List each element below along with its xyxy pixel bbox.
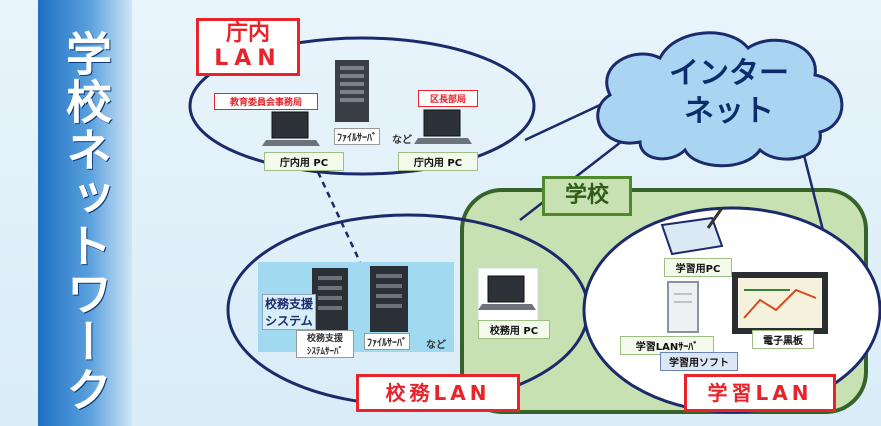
admin-server-rack-icon-1: [312, 268, 348, 334]
internet-label-line2: ネット: [684, 94, 774, 129]
learning-pc-label: 学習用PC: [664, 258, 732, 277]
title-bar: [38, 0, 132, 426]
admin-pc-label: 校務用 PC: [478, 320, 550, 339]
board-of-education-label: 教育委員会事務局: [214, 93, 318, 110]
learning-lan-label: 学習LAN: [684, 374, 836, 412]
learning-tablet-icon: [660, 207, 724, 256]
internet-label-line1: インター: [669, 56, 789, 91]
electronic-blackboard-icon: [732, 272, 828, 334]
learning-server-icon: [667, 281, 699, 333]
page-title: 学校ネットワーク: [59, 30, 113, 414]
admin-system-server-label: 校務支援 ｼｽﾃﾑｻｰﾊﾞ: [296, 330, 354, 358]
office-internet-line: [524, 103, 601, 142]
office-server-rack-icon: [335, 60, 369, 122]
internet-cloud: [596, 31, 844, 168]
office-laptop-right-icon: [414, 109, 472, 144]
office-pc-right-label: 庁内用 PC: [398, 152, 478, 171]
office-admin-dashed-line: [316, 171, 362, 263]
admin-system-label: 校務支援 システム: [262, 294, 316, 330]
office-laptop-left-icon: [262, 111, 320, 146]
office-lan-ellipse: [188, 36, 536, 176]
learning-software-label: 学習用ソフト: [660, 352, 738, 371]
admin-server-rack-icon-2: [370, 266, 408, 332]
admin-laptop-icon: [478, 275, 536, 310]
office-lan-label-line2: LAN: [214, 46, 282, 71]
office-nado-label: など: [392, 135, 412, 146]
blackboard-label: 電子黒板: [752, 330, 814, 349]
office-file-server-label: ﾌｧｲﾙｻｰﾊﾞ: [334, 128, 380, 145]
office-pc-left-label: 庁内用 PC: [264, 152, 344, 171]
ward-office-label: 区長部局: [418, 90, 478, 107]
office-lan-label: 庁内 LAN: [196, 18, 300, 76]
admin-nado-label: など: [426, 340, 446, 351]
admin-lan-label: 校務LAN: [356, 374, 520, 412]
admin-file-server-label: ﾌｧｲﾙｻｰﾊﾞ: [364, 333, 410, 350]
school-label: 学校: [542, 176, 632, 216]
office-lan-label-line1: 庁内: [225, 21, 270, 46]
